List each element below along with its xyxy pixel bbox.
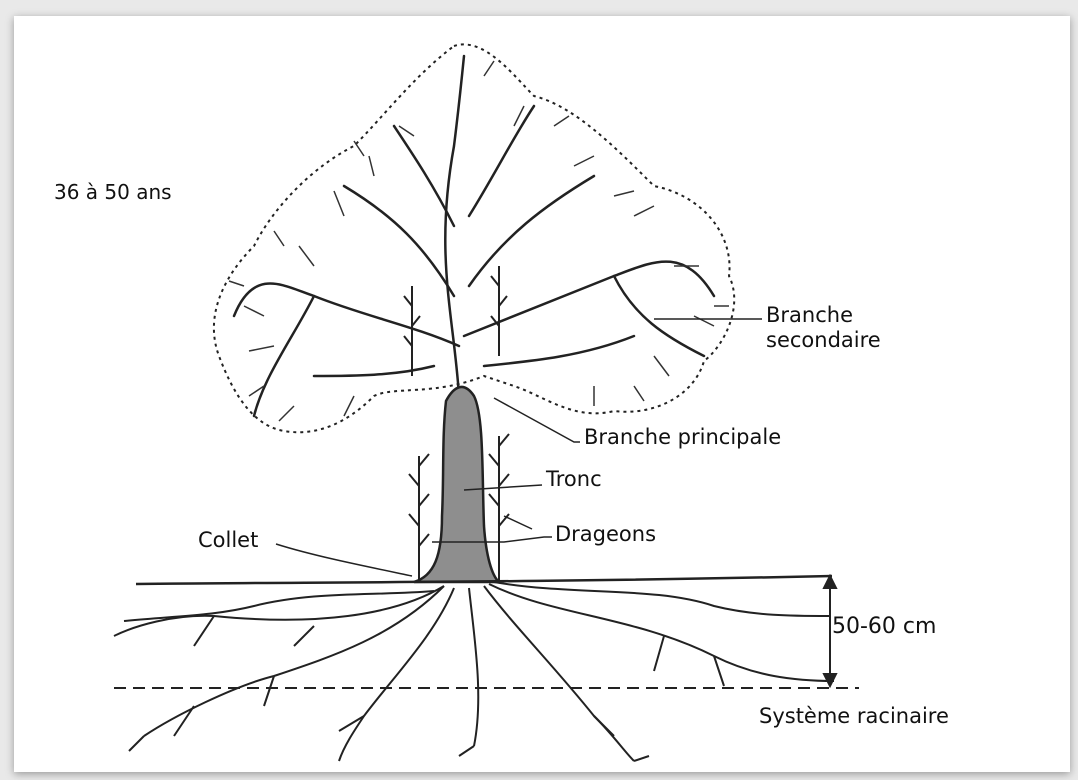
figure-frame: 36 à 50 ans Branche secondaire Branche p… bbox=[14, 16, 1070, 772]
foliage-outline bbox=[214, 44, 734, 432]
tronc-label: Tronc bbox=[546, 467, 602, 492]
branche-secondaire-label: Branche secondaire bbox=[766, 303, 881, 353]
depth-label: 50-60 cm bbox=[832, 614, 936, 640]
branche-secondaire-line2: secondaire bbox=[766, 328, 881, 353]
age-label: 36 à 50 ans bbox=[54, 180, 172, 204]
collet-label: Collet bbox=[198, 528, 258, 553]
roots bbox=[114, 582, 834, 761]
trunk bbox=[414, 387, 499, 582]
branche-principale-label: Branche principale bbox=[584, 425, 781, 450]
drageons-label: Drageons bbox=[555, 522, 656, 547]
systeme-racinaire-label: Système racinaire bbox=[759, 704, 949, 729]
branche-secondaire-line1: Branche bbox=[766, 303, 881, 328]
tree-illustration bbox=[14, 16, 1070, 772]
